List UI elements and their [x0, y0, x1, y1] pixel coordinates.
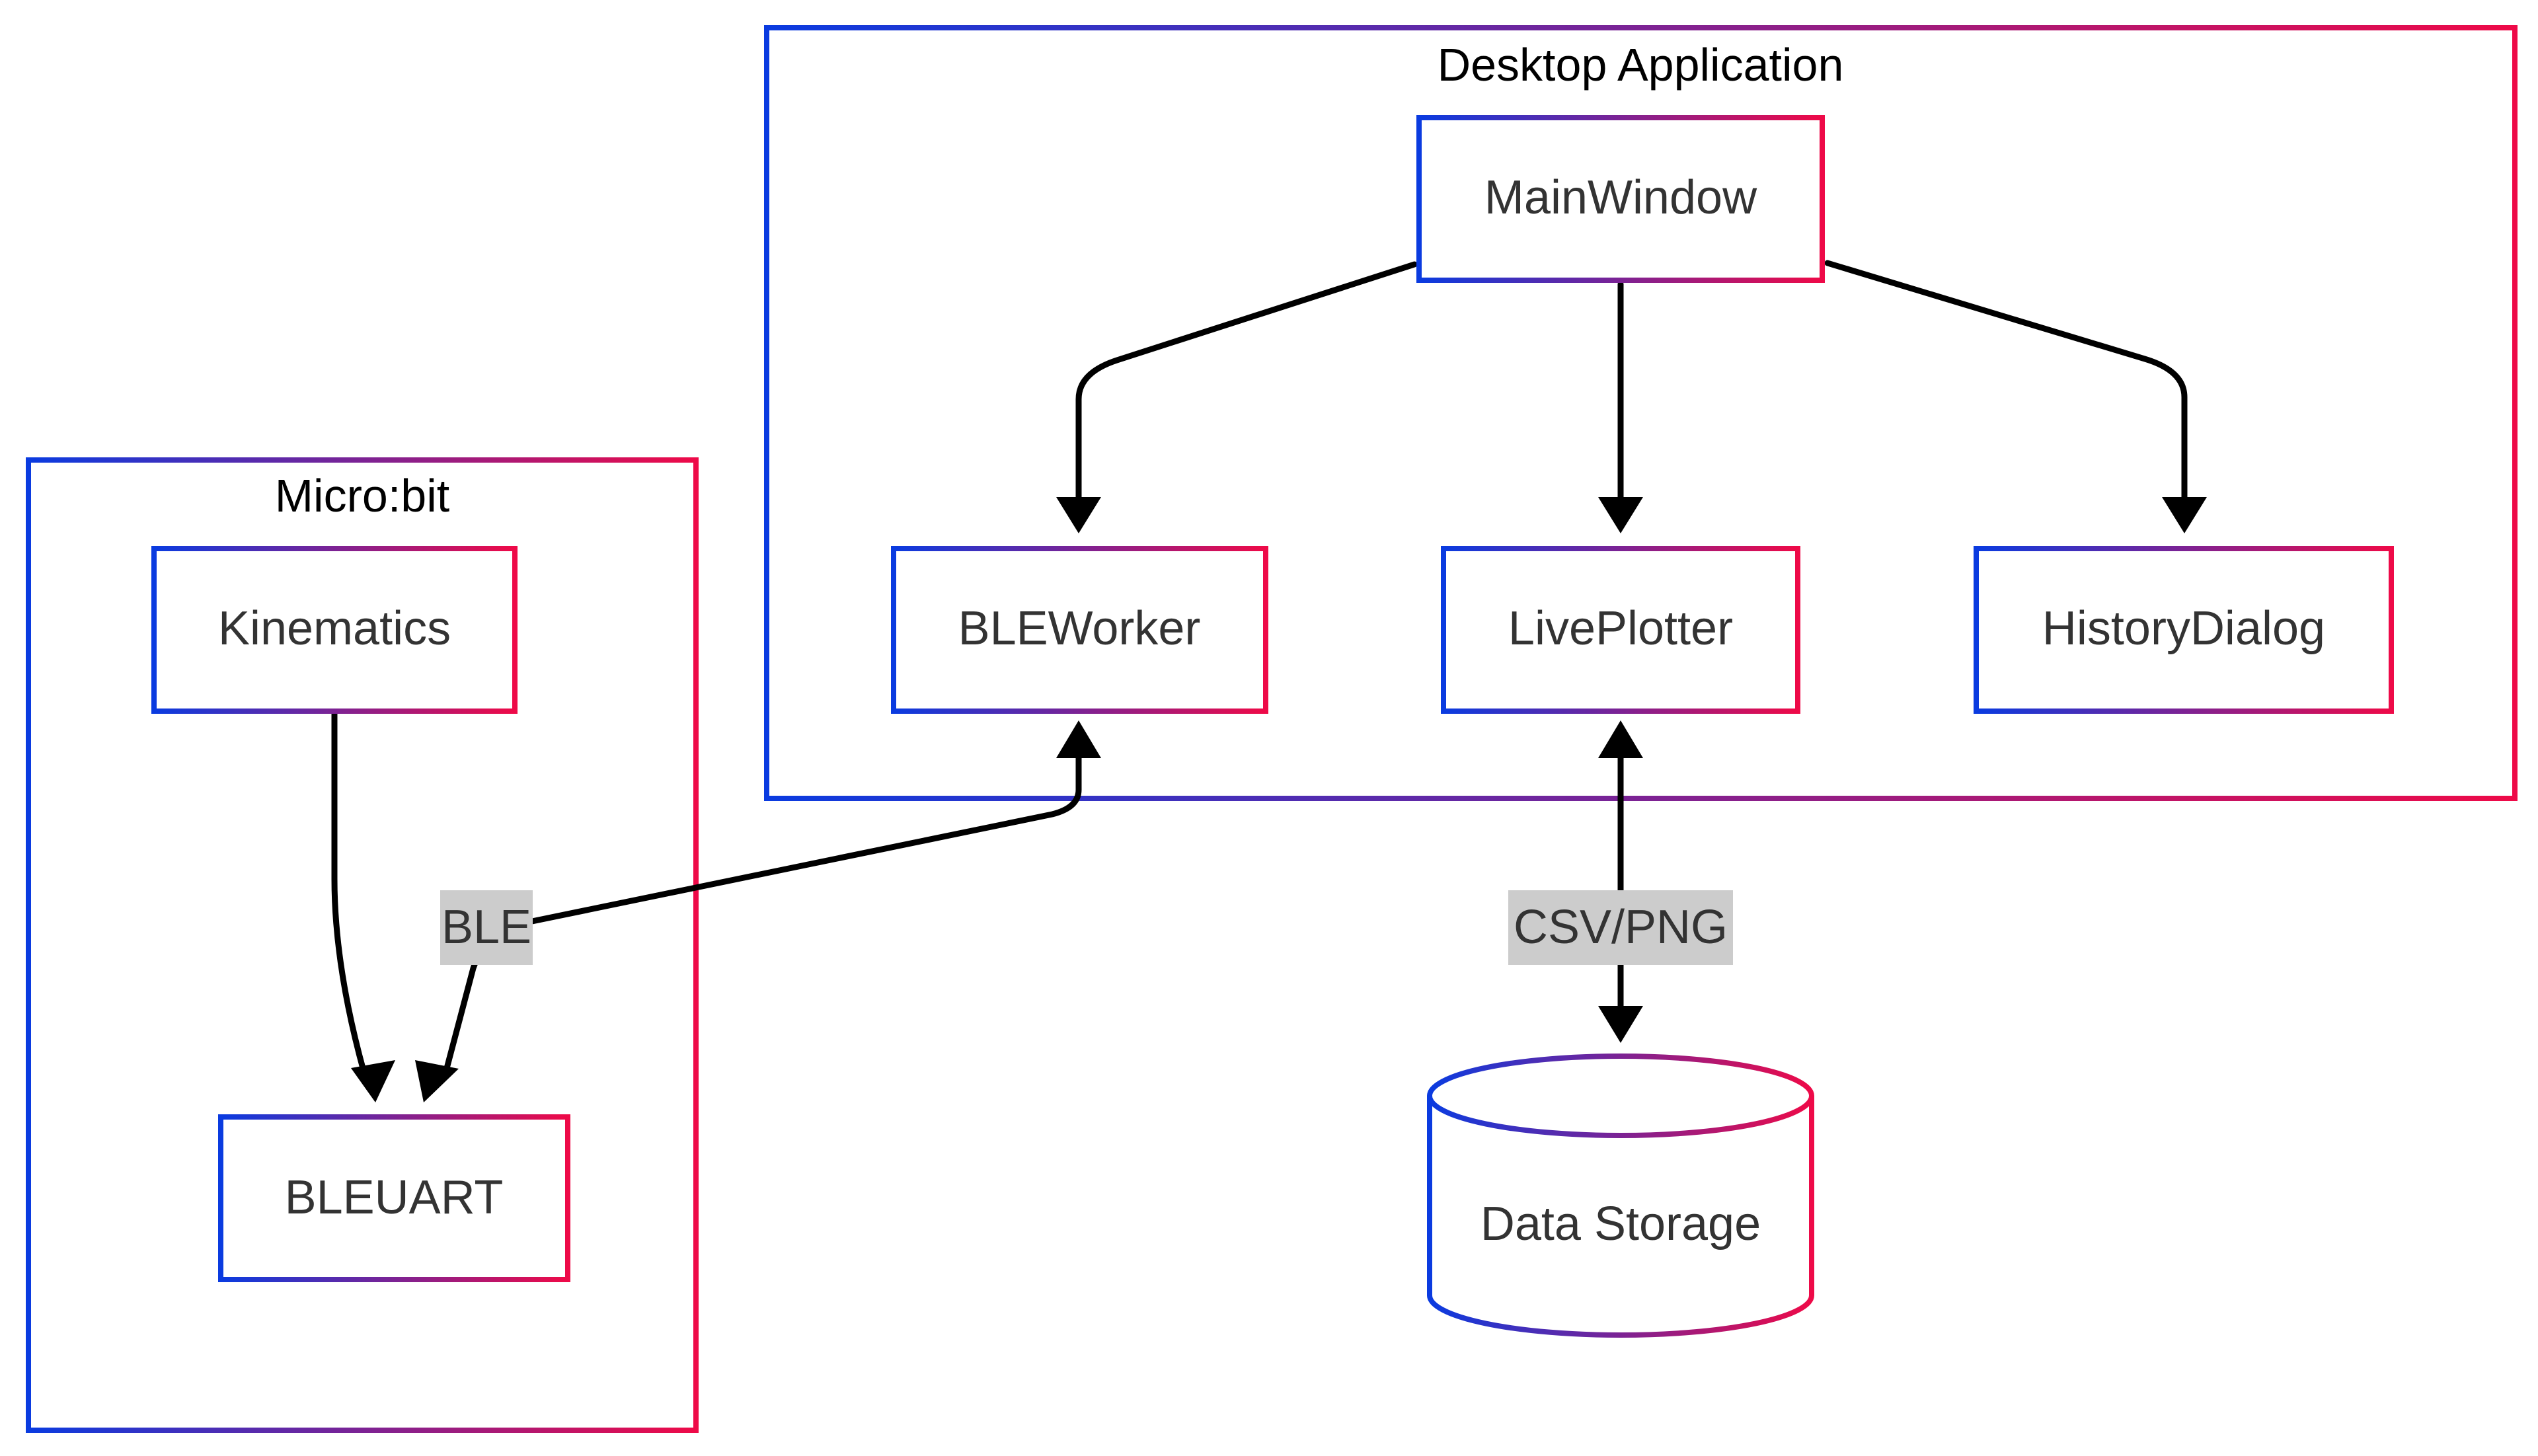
edge-label-ble: BLE [440, 890, 533, 965]
microbit-group: Micro:bit [26, 457, 699, 1433]
node-historydialog-label: HistoryDialog [2042, 602, 2325, 655]
node-bleworker-label: BLEWorker [958, 602, 1201, 655]
arrowhead-liveplotter-top [1598, 497, 1643, 533]
arrowhead-bleworker-bottom [1056, 720, 1101, 758]
edge-ble [443, 755, 1082, 1074]
edge-mainwindow-historydialog [1824, 260, 2188, 502]
arrowhead-bleworker-top [1056, 497, 1101, 533]
node-bleuart: BLEUART [218, 1114, 570, 1282]
edges [331, 260, 2207, 1102]
node-kinematics-label: Kinematics [218, 602, 451, 655]
node-bleuart-label: BLEUART [285, 1171, 504, 1224]
node-bleworker: BLEWorker [891, 546, 1268, 714]
node-liveplotter-label: LivePlotter [1508, 602, 1733, 655]
desktop-application-title: Desktop Application [1438, 39, 1844, 91]
node-datastorage-label: Data Storage [1480, 1198, 1761, 1250]
node-liveplotter: LivePlotter [1441, 546, 1800, 714]
arrowhead-historydialog-top [2162, 497, 2207, 533]
edge-label-csv-png-text: CSV/PNG [1514, 901, 1728, 954]
desktop-application-group: Desktop Application [764, 25, 2518, 801]
node-kinematics: Kinematics [151, 546, 518, 714]
edge-label-ble-text: BLE [442, 901, 531, 954]
arrowhead-bleuart-left [351, 1060, 395, 1102]
arrowhead-bleuart-right [415, 1060, 459, 1102]
arrowhead-datastorage-top [1598, 1006, 1643, 1043]
edge-label-csv-png: CSV/PNG [1508, 890, 1733, 965]
node-historydialog: HistoryDialog [1974, 546, 2394, 714]
arrowhead-liveplotter-bottom [1598, 720, 1643, 758]
edge-kinematics-bleuart [331, 709, 367, 1074]
node-datastorage: Data Storage [1427, 1054, 1814, 1338]
node-mainwindow-label: MainWindow [1484, 171, 1757, 224]
microbit-title: Micro:bit [275, 470, 449, 521]
node-mainwindow: MainWindow [1416, 115, 1825, 283]
edge-mainwindow-bleworker [1075, 261, 1418, 502]
